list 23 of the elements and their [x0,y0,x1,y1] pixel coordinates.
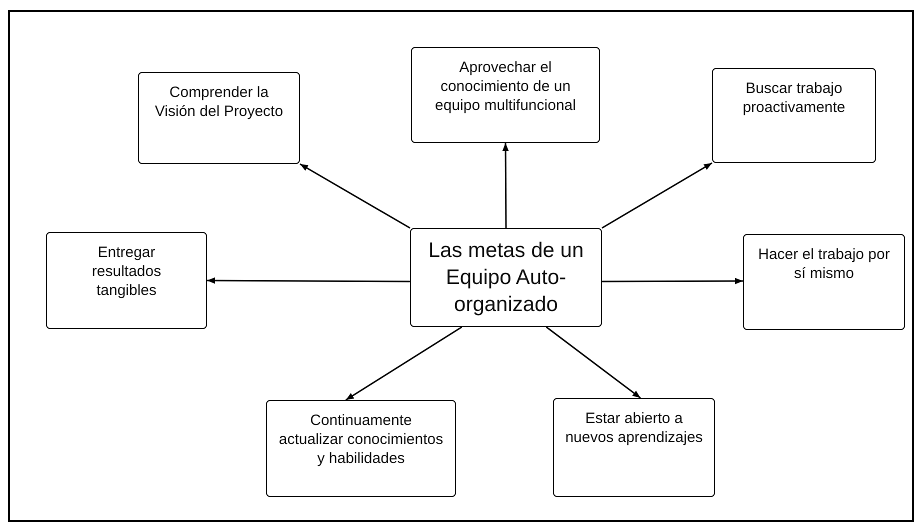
goal-box [266,400,456,497]
arrow [502,143,509,228]
goal-box [46,232,207,329]
arrow [602,278,743,284]
arrow [300,163,410,229]
goal-text: Las metas de un Equipo Auto-organizado [427,238,585,318]
goal-box [411,47,600,143]
arrow [345,326,462,401]
goal-box [553,398,715,497]
goal-box [410,228,602,327]
goal-text: Entregar resultados tangibles [90,243,162,300]
goal-box [712,68,876,163]
arrow [207,277,410,284]
goal-text: Comprender la Visión del Proyecto [154,83,284,121]
goal-text: Buscar trabajo proactivamente [742,79,846,117]
goal-text: Aprovechar el conocimiento de un equipo multifuncional [434,58,577,115]
goal-box [138,72,300,164]
goal-box [743,234,905,330]
goal-text: Continuamente actualizar conocimientos y habilidades [278,411,444,468]
goal-text: Estar abierto a nuevos aprendizajes [564,409,704,447]
arrow [602,162,712,229]
arrow [546,326,641,399]
goal-text: Hacer el trabajo por sí mismo [757,245,891,283]
